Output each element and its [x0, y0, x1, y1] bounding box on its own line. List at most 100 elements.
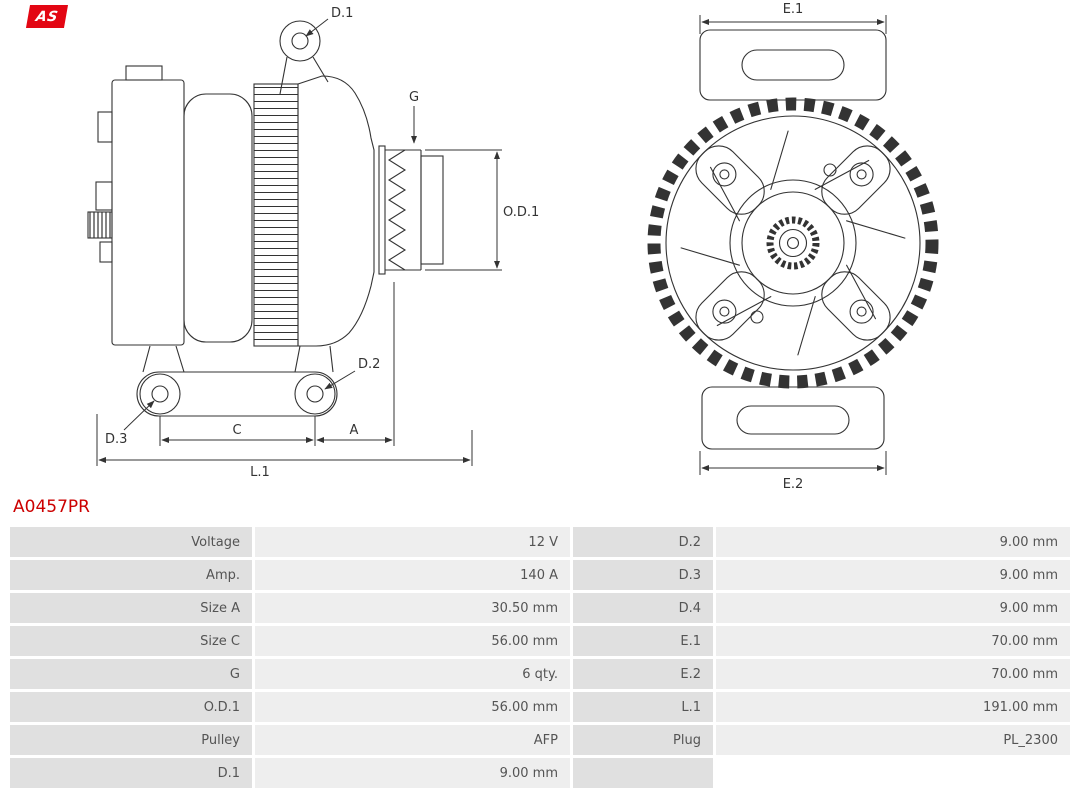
- technical-drawing: D.1 G O.D.1 D.2 D.3 C A L.1: [87, 2, 939, 492]
- rear-lug-2: [95, 181, 113, 211]
- dim-label-od1: O.D.1: [503, 205, 539, 220]
- pulley-face-mid: [741, 191, 845, 295]
- dim-label-d2: D.2: [358, 357, 380, 372]
- rear-housing-step: [125, 65, 163, 81]
- spec-value: 70.00 mm: [716, 659, 1070, 689]
- lug-bar: [136, 371, 338, 417]
- bracket-arm-nw: [695, 145, 765, 215]
- spec-value: 9.00 mm: [255, 758, 570, 788]
- part-number: A0457PR: [13, 497, 90, 517]
- spec-table: Voltage 12 V D.2 9.00 mm Amp. 140 A D.3 …: [10, 527, 1070, 788]
- spec-label: D.2: [573, 527, 713, 557]
- dim-label-c: C: [232, 423, 241, 438]
- leader-d3: [123, 400, 155, 431]
- shaft-center: [786, 236, 800, 250]
- spec-value: 56.00 mm: [255, 692, 570, 722]
- lug-right-outer: [294, 373, 336, 415]
- od1-extension-lines: [425, 149, 502, 271]
- table-row: Amp. 140 A D.3 9.00 mm: [10, 560, 1070, 590]
- dim-label-e1: E.1: [783, 2, 804, 17]
- alternator-front-view: [647, 29, 939, 450]
- spec-label: [573, 758, 713, 788]
- lug-left-outer: [139, 373, 181, 415]
- e1-extension-lines: [699, 15, 887, 34]
- bottom-mount: [701, 386, 885, 450]
- fan-blades: [680, 130, 906, 356]
- face-screw-2: [750, 310, 764, 324]
- spec-label: D.4: [573, 593, 713, 623]
- spec-label: Size C: [10, 626, 252, 656]
- shaft-splines: [766, 216, 820, 270]
- dim-label-d1: D.1: [331, 6, 353, 21]
- pulley-cap: [420, 155, 444, 265]
- spec-value: 30.50 mm: [255, 593, 570, 623]
- shaft-bore: [778, 228, 808, 258]
- dim-label-d3: D.3: [105, 432, 127, 447]
- alternator-side-view: [87, 20, 444, 417]
- mount-ear-hole: [291, 32, 309, 50]
- table-row: D.1 9.00 mm: [10, 758, 1070, 788]
- dim-label-a: A: [350, 423, 359, 438]
- spec-label: Pulley: [10, 725, 252, 755]
- spec-label: O.D.1: [10, 692, 252, 722]
- spec-label: D.1: [10, 758, 252, 788]
- spec-label: G: [10, 659, 252, 689]
- spec-value: 9.00 mm: [716, 560, 1070, 590]
- bottom-mount-slot: [736, 405, 850, 435]
- bracket-arm-ne: [821, 145, 891, 215]
- face-screw-1: [823, 163, 837, 177]
- housing-inner-circle: [665, 115, 921, 371]
- table-row: G 6 qty. E.2 70.00 mm: [10, 659, 1070, 689]
- top-mount-slot: [741, 49, 845, 81]
- table-row: Pulley AFP Plug PL_2300: [10, 725, 1070, 755]
- spec-label: E.1: [573, 626, 713, 656]
- mount-ear-outer: [279, 20, 321, 62]
- bracket-arm-se: [821, 271, 891, 341]
- spec-value: 6 qty.: [255, 659, 570, 689]
- rear-lug-3: [99, 241, 113, 263]
- rear-connector-ribbed: [87, 211, 113, 239]
- mid-housing: [183, 93, 253, 343]
- dim-label-l1: L.1: [250, 465, 270, 480]
- top-mount: [699, 29, 887, 101]
- spec-value: [716, 758, 1070, 788]
- leader-d1: [305, 18, 329, 37]
- bracket-arm-sw: [695, 271, 765, 341]
- spec-label: Voltage: [10, 527, 252, 557]
- spec-label: D.3: [573, 560, 713, 590]
- table-row: Size C 56.00 mm E.1 70.00 mm: [10, 626, 1070, 656]
- spec-value: 70.00 mm: [716, 626, 1070, 656]
- spec-label: Size A: [10, 593, 252, 623]
- pulley-face-outer: [729, 179, 857, 307]
- e2-extension-lines: [699, 451, 887, 475]
- table-row: Voltage 12 V D.2 9.00 mm: [10, 527, 1070, 557]
- spec-label: L.1: [573, 692, 713, 722]
- dim-label-e2: E.2: [783, 477, 804, 492]
- side-view-dimensions: [96, 18, 502, 466]
- front-view-dimensions: [699, 15, 887, 475]
- pulley-flange-left: [378, 145, 386, 275]
- pulley-edges: [385, 149, 421, 271]
- spec-value: 12 V: [255, 527, 570, 557]
- spec-label: E.2: [573, 659, 713, 689]
- spec-value: 191.00 mm: [716, 692, 1070, 722]
- spec-value: 140 A: [255, 560, 570, 590]
- spec-label: Amp.: [10, 560, 252, 590]
- housing-fins-ring: [647, 97, 939, 389]
- lug-right-hole: [306, 385, 324, 403]
- spec-value: AFP: [255, 725, 570, 755]
- pulley-grooves: [387, 149, 407, 271]
- rear-housing: [111, 79, 185, 346]
- bottom-extension-lines: [96, 282, 473, 466]
- stator-band: [253, 83, 299, 347]
- lug-left-hole: [151, 385, 169, 403]
- table-row: Size A 30.50 mm D.4 9.00 mm: [10, 593, 1070, 623]
- front-housing: [297, 75, 375, 347]
- lug-necks: [142, 345, 334, 373]
- dim-label-g: G: [409, 90, 419, 105]
- table-row: O.D.1 56.00 mm L.1 191.00 mm: [10, 692, 1070, 722]
- spec-value: 9.00 mm: [716, 593, 1070, 623]
- spec-value: 9.00 mm: [716, 527, 1070, 557]
- leader-d2: [324, 370, 356, 390]
